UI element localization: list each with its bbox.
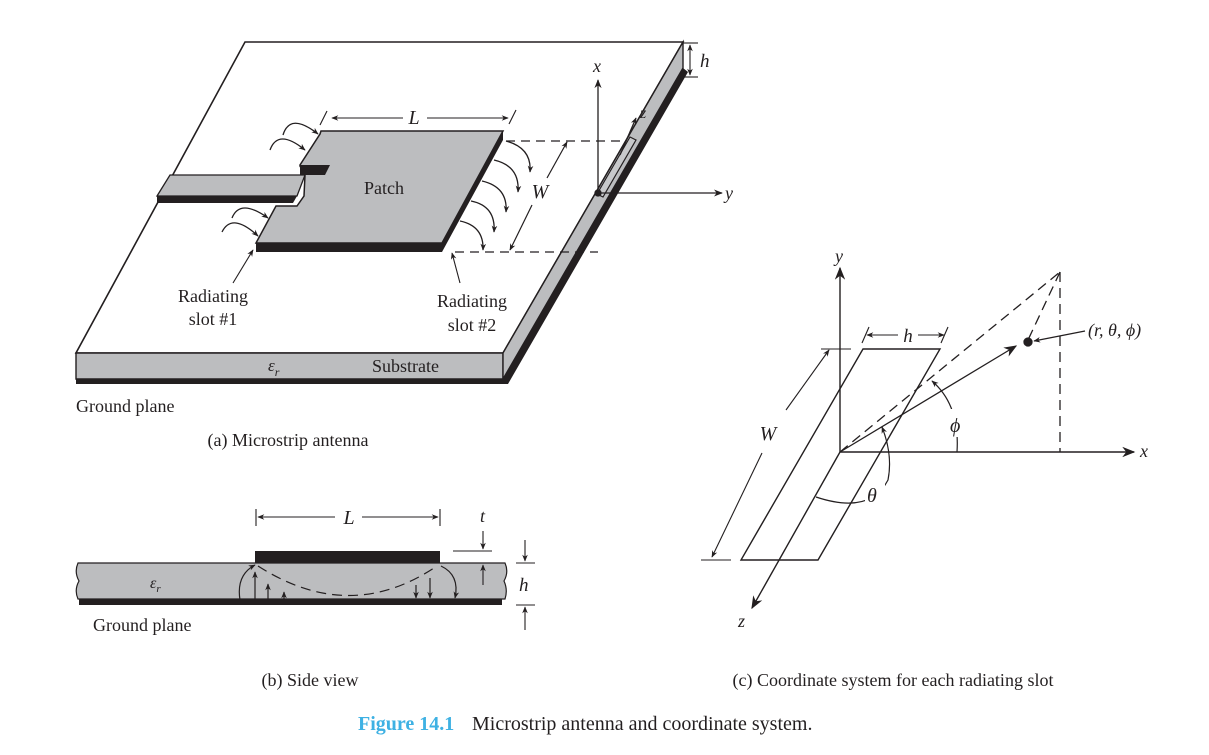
length-label-b: L xyxy=(342,507,354,529)
width-dimension-a xyxy=(455,140,622,253)
axis-y-label-c: y xyxy=(833,246,843,266)
axes-c xyxy=(751,266,1136,610)
slot2-label-line2: slot #2 xyxy=(448,315,497,335)
figure-title: Microstrip antenna and coordinate system… xyxy=(472,713,812,735)
patch-top xyxy=(254,130,505,244)
fringing-field-slot2 xyxy=(459,140,534,251)
theta-label-bg xyxy=(865,482,885,508)
field-lines-side xyxy=(238,564,460,601)
height-dimension-c xyxy=(861,326,949,344)
slot-axes-a xyxy=(594,79,723,197)
slot1-pointer xyxy=(232,249,254,284)
position-vector xyxy=(839,271,1086,453)
point-label: (r, θ, ϕ) xyxy=(1088,320,1141,341)
width-label-a: W xyxy=(532,181,551,203)
thickness-label: t xyxy=(480,506,486,526)
panel-b-side-view: L t h εr Ground plane (b) Side view xyxy=(75,506,535,691)
figure-caption: Figure 14.1 Microstrip antenna and coord… xyxy=(358,713,812,735)
ground-plane-label-b: Ground plane xyxy=(93,615,191,635)
permittivity-label-b: εr xyxy=(150,575,161,595)
feed-line-edge xyxy=(157,196,297,203)
panel-a-microstrip-antenna: L W h x y z Patch Radia xyxy=(74,39,733,451)
length-label-a: L xyxy=(407,107,419,129)
permittivity-label-a: εr xyxy=(268,356,280,379)
height-dimension-b xyxy=(516,540,535,630)
ground-plane-label-a: Ground plane xyxy=(76,396,174,416)
length-dimension-b xyxy=(255,509,441,526)
patch-inset-notch xyxy=(300,165,330,175)
feed-line-top xyxy=(155,174,306,197)
width-dimension-c xyxy=(701,348,851,561)
figure-number: Figure 14.1 xyxy=(358,713,454,735)
slot1-label-line1: Radiating xyxy=(178,286,248,306)
axis-y-label-a: y xyxy=(723,183,733,203)
height-label-b: h xyxy=(519,575,529,596)
radiating-slot-aperture xyxy=(596,136,637,198)
length-dimension-a xyxy=(319,109,517,126)
width-label-c: W xyxy=(760,423,779,445)
axis-z-label-c: z xyxy=(737,611,745,631)
height-label-a: h xyxy=(700,51,710,72)
thickness-dimension xyxy=(453,531,492,585)
caption-a: (a) Microstrip antenna xyxy=(208,430,369,451)
substrate-label: Substrate xyxy=(372,356,439,376)
patch-label: Patch xyxy=(364,178,404,198)
caption-b: (b) Side view xyxy=(262,670,359,691)
patch-right-edge xyxy=(442,131,503,252)
phi-label: ϕ xyxy=(950,415,960,437)
height-dimension-a xyxy=(683,42,698,78)
fringing-field-slot1 xyxy=(221,122,319,237)
slot2-label-line1: Radiating xyxy=(437,291,507,311)
slot1-label-line2: slot #1 xyxy=(189,309,238,329)
axis-z-label-a: z xyxy=(639,105,647,122)
slot2-pointer xyxy=(450,252,461,284)
height-label-c: h xyxy=(903,326,913,347)
panel-c-coordinate-system: y x z W h (r, θ, ϕ) xyxy=(701,246,1148,691)
patch-front-edge xyxy=(256,243,442,252)
substrate-side xyxy=(75,562,508,600)
patch-side xyxy=(255,551,440,563)
ground-plane-side xyxy=(79,599,502,605)
theta-label: θ xyxy=(867,485,877,507)
slot-aperture-c xyxy=(739,348,942,561)
axis-x-label-c: x xyxy=(1139,441,1148,461)
phi-label-bg xyxy=(945,409,967,437)
axis-x-label-a: x xyxy=(592,56,601,76)
theta-arc xyxy=(815,426,891,504)
caption-c: (c) Coordinate system for each radiating… xyxy=(733,670,1054,691)
